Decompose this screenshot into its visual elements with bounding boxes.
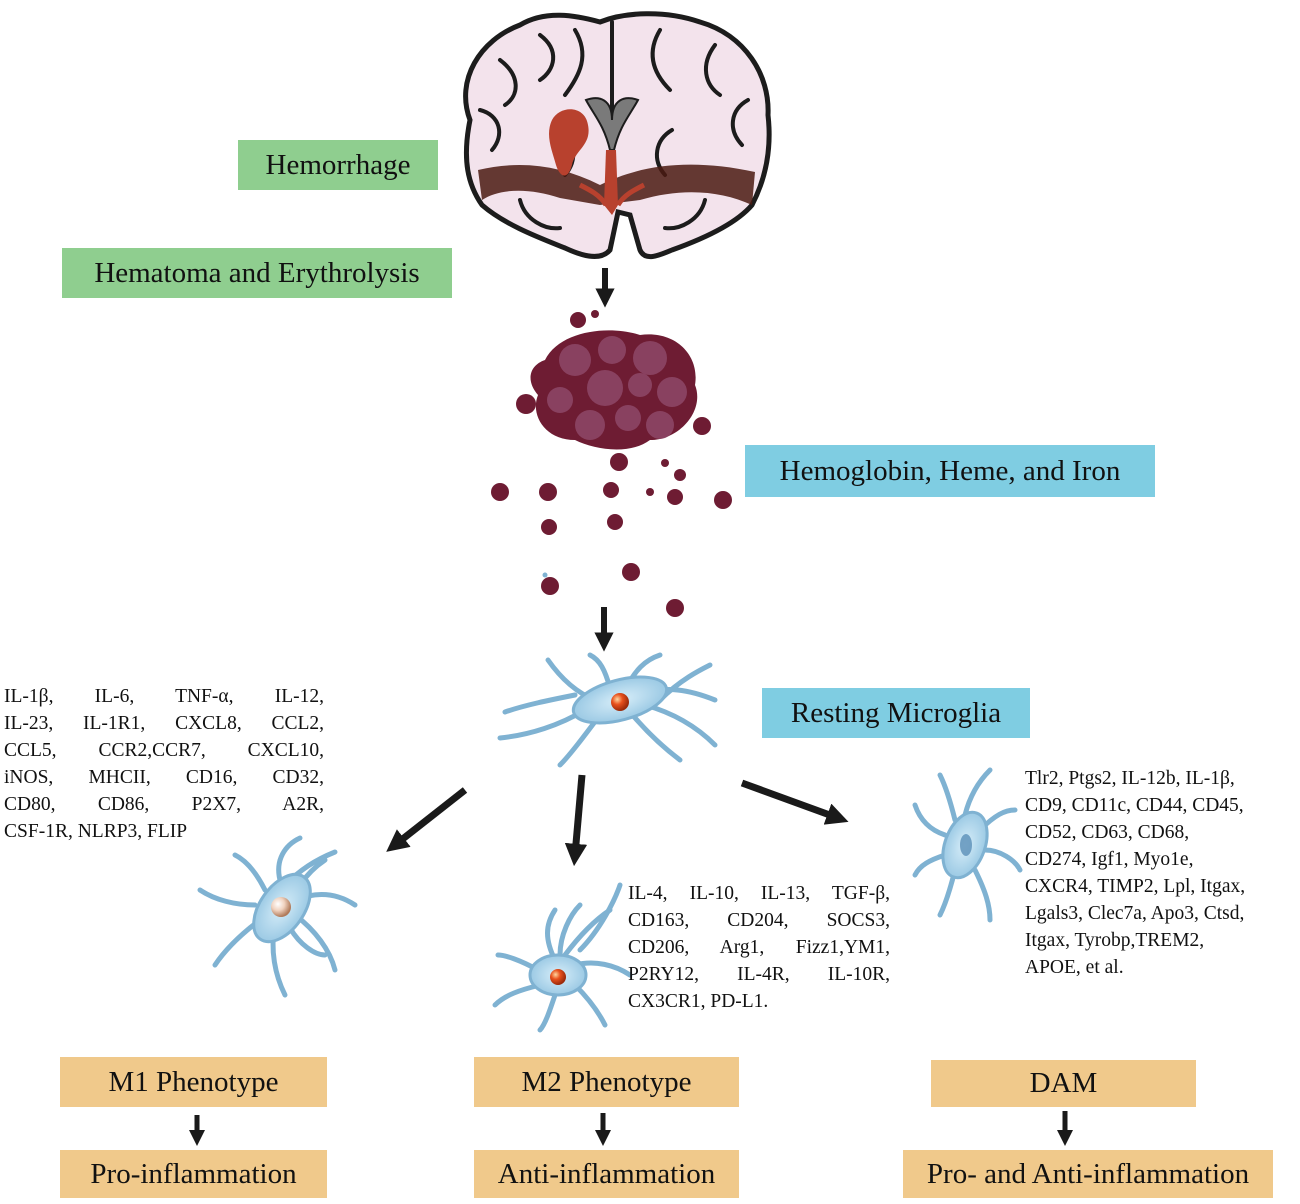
- label-hemoglobin: Hemoglobin, Heme, and Iron: [745, 445, 1155, 497]
- marker-line: CD206, Arg1, Fizz1,YM1,: [628, 937, 890, 958]
- label-hematoma: Hematoma and Erythrolysis: [62, 248, 452, 298]
- microglia-nucleus: [611, 693, 629, 711]
- label-m2-phenotype: M2 Phenotype: [474, 1057, 739, 1107]
- m2-marker-list: IL-4, IL-10, IL-13, TGF-β, CD163, CD204,…: [628, 880, 890, 1015]
- marker-line: CD163, CD204, SOCS3,: [628, 910, 890, 931]
- microglia-cell: [197, 835, 358, 998]
- microglia-cell: [492, 572, 633, 1033]
- label-hemorrhage: Hemorrhage: [238, 140, 438, 190]
- label-resting-microglia: Resting Microglia: [762, 688, 1030, 738]
- diagonal-arrow: [386, 787, 468, 852]
- marker-line: IL-23, IL-1R1, CXCL8, CCL2,: [4, 713, 324, 734]
- microglia-nucleus: [271, 897, 291, 917]
- blood-cell-cluster: [491, 310, 732, 617]
- diagonal-arrow: [740, 779, 849, 825]
- marker-line: Itgax, Tyrobp,TREM2,: [1025, 930, 1205, 951]
- label-anti-inflammation: Anti-inflammation: [474, 1150, 739, 1198]
- label-pro-inflammation: Pro-inflammation: [60, 1150, 327, 1198]
- marker-line: CD80, CD86, P2X7, A2R,: [4, 794, 324, 815]
- label-dam: DAM: [931, 1060, 1196, 1107]
- marker-line: Lgals3, Clec7a, Apo3, Ctsd,: [1025, 903, 1245, 924]
- m1-marker-list: IL-1β, IL-6, TNF-α, IL-12, IL-23, IL-1R1…: [4, 683, 324, 845]
- marker-line: IL-4, IL-10, IL-13, TGF-β,: [628, 883, 890, 904]
- marker-line: Tlr2, Ptgs2, IL-12b, IL-1β,: [1025, 768, 1235, 789]
- microglia-nucleus: [550, 969, 566, 985]
- brain-illustration: [463, 11, 772, 260]
- marker-line: CD274, Igf1, Myo1e,: [1025, 849, 1194, 870]
- marker-line: CD52, CD63, CD68,: [1025, 822, 1190, 843]
- marker-line: CSF-1R, NLRP3, FLIP: [4, 821, 188, 842]
- marker-line: P2RY12, IL-4R, IL-10R,: [628, 964, 890, 985]
- marker-line: CXCR4, TIMP2, Lpl, Itgax,: [1025, 876, 1246, 897]
- label-m1-phenotype: M1 Phenotype: [60, 1057, 327, 1107]
- label-pro-anti-inflammation: Pro- and Anti-inflammation: [903, 1150, 1273, 1198]
- dam-marker-list: Tlr2, Ptgs2, IL-12b, IL-1β, CD9, CD11c, …: [1025, 765, 1295, 981]
- microglia-nucleus: [960, 834, 972, 856]
- marker-line: iNOS, MHCII, CD16, CD32,: [4, 767, 324, 788]
- microglia-cell: [497, 652, 718, 768]
- marker-line: IL-1β, IL-6, TNF-α, IL-12,: [4, 686, 324, 707]
- down-arrow: [564, 774, 588, 867]
- marker-line: APOE, et al.: [1025, 957, 1124, 978]
- marker-line: CX3CR1, PD-L1.: [628, 991, 769, 1012]
- microglia-cell: [912, 767, 1023, 923]
- marker-line: CD9, CD11c, CD44, CD45,: [1025, 795, 1244, 816]
- marker-line: CCL5, CCR2,CCR7, CXCL10,: [4, 740, 324, 761]
